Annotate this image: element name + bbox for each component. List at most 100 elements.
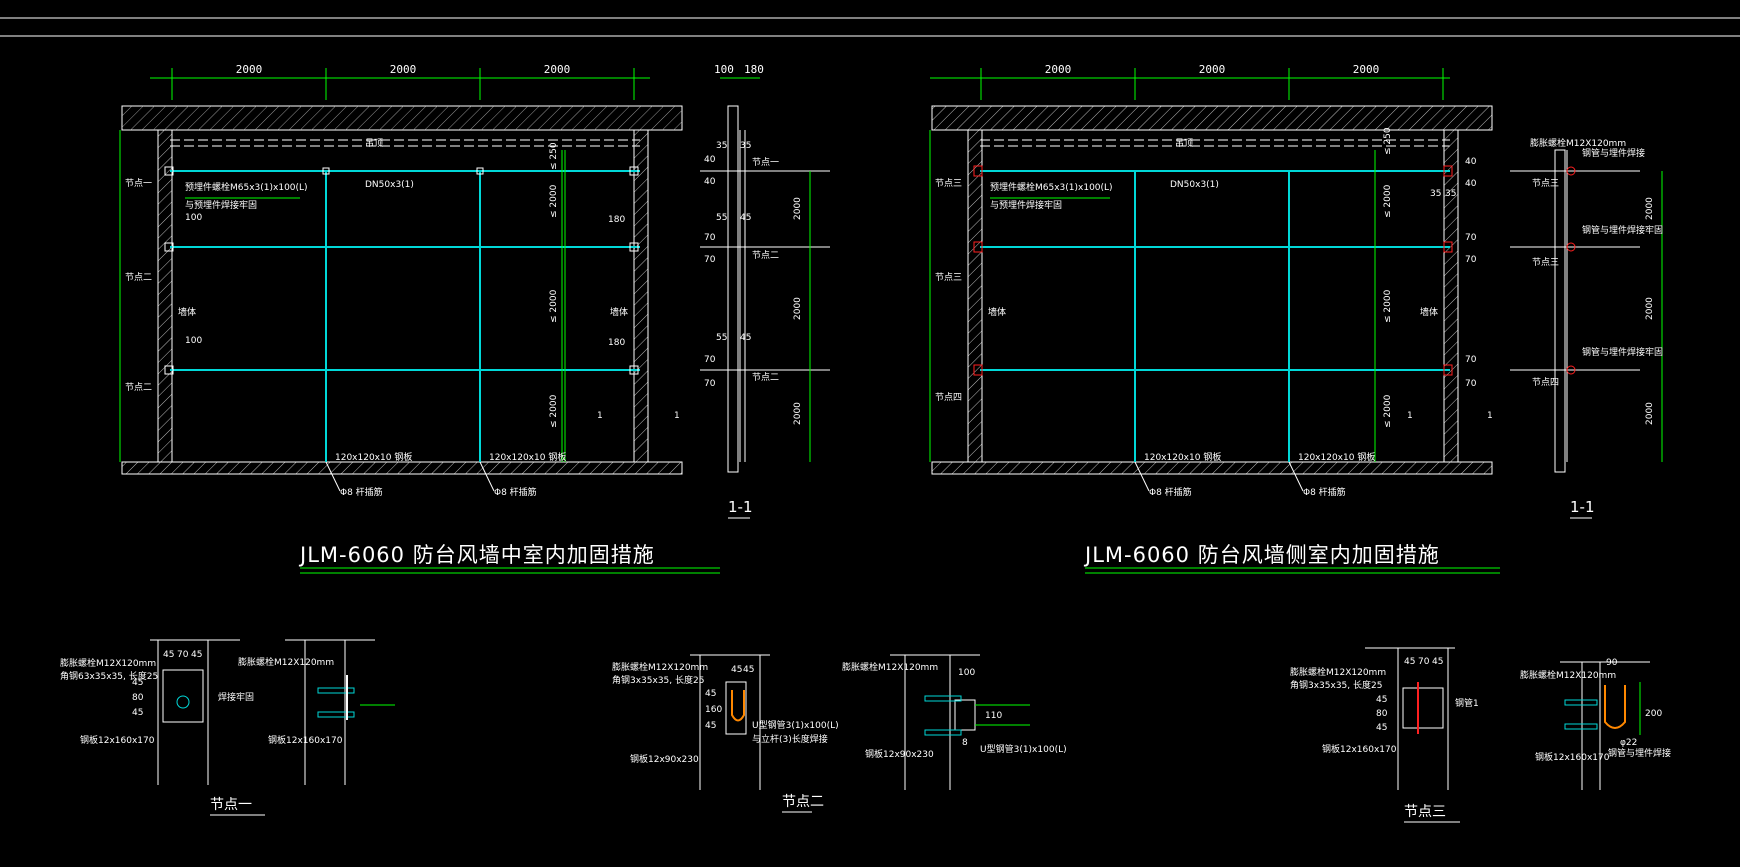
- d2-label-a1: 膨胀螺栓M12X120mm: [612, 661, 708, 673]
- d1-label-plate: 钢板12x160x170: [80, 734, 155, 746]
- section2-right-dim-3: 2000: [1645, 402, 1655, 425]
- scale-label-b: 1: [674, 411, 680, 421]
- top-dim-1: 2000: [236, 63, 263, 76]
- d3-side-dim-2: 200: [1645, 709, 1662, 719]
- section-view-2: 膨胀螺栓M12X120mm 钢管与埋件焊接 钢管与埋件焊接牢固 钢管与埋件焊接牢…: [1430, 137, 1663, 519]
- section2-callout-2: 钢管与埋件焊接牢固: [1582, 224, 1663, 236]
- vert-dim-2-1: ≤ 250: [1383, 127, 1393, 155]
- section1-right-dim-2: 2000: [793, 297, 803, 320]
- section2-right-dim-2: 2000: [1645, 297, 1655, 320]
- drawing-title-1: JLM-6060 防台风墙中室内加固措施: [298, 543, 655, 567]
- anchor-label-4: Φ8 杆插筋: [1303, 486, 1346, 498]
- side-label-node4: 节点四: [935, 392, 962, 403]
- d1-label-a2: 角钢63x35x35, 长度25: [60, 670, 158, 682]
- detail-node-3: 45 70 45 45 80 45 膨胀螺栓M12X120mm 角钢3x35x3…: [1290, 647, 1671, 823]
- d1-dim-3: 45: [191, 650, 202, 660]
- d3-dim-4: 45: [1376, 695, 1387, 705]
- d1-dim-1: 45: [163, 650, 174, 660]
- d1-label-a1: 膨胀螺栓M12X120mm: [60, 657, 156, 669]
- section2-dim-2: 35: [1430, 189, 1441, 199]
- side-label-wall-left-2: 墙体: [988, 306, 1006, 318]
- ceiling-label: 吊顶: [365, 138, 383, 149]
- section1-dim-8: 70: [704, 255, 716, 265]
- d2-side-dim-2: 110: [985, 711, 1002, 721]
- section1-dim-2: 35: [740, 141, 751, 151]
- d2-dim-5: 45: [705, 721, 716, 731]
- section2-node-3: 节点四: [1532, 377, 1559, 388]
- section1-dim-12: 70: [704, 379, 716, 389]
- d2-side-dim-1: 100: [958, 668, 975, 678]
- d3-label-pipe: 钢管1: [1455, 697, 1479, 709]
- section2-dim-6: 70: [1465, 255, 1477, 265]
- bottom-plate-label-2: 120x120x10 钢板: [489, 451, 566, 463]
- d1-side-label-a: 膨胀螺栓M12X120mm: [238, 656, 334, 668]
- gap-dim-4: 180: [608, 338, 625, 348]
- elevation-drawing-1: 2000 2000 2000 吊顶 DN50x3(1) 预埋件螺栓M65x3(: [119, 63, 720, 574]
- d3-side-label-a: 膨胀螺栓M12X120mm: [1520, 669, 1616, 681]
- d3-dim-3: 45: [1432, 657, 1443, 667]
- d2-side-label-b: 钢板12x90x230: [865, 748, 934, 760]
- drawing-title-2: JLM-6060 防台风墙侧室内加固措施: [1083, 543, 1440, 567]
- section1-right-dim-3: 2000: [793, 402, 803, 425]
- section2-node-2: 节点三: [1532, 257, 1559, 268]
- side-label-node3b: 节点三: [935, 272, 962, 283]
- side-label-wall-right: 墙体: [610, 306, 628, 318]
- ceiling-label-2: 吊顶: [1175, 138, 1193, 149]
- top-dim-5: 2000: [1199, 63, 1226, 76]
- d3-side-dim-3: φ22: [1620, 738, 1637, 748]
- gap-dim-1: 100: [185, 213, 202, 223]
- d3-label-a1: 膨胀螺栓M12X120mm: [1290, 666, 1386, 678]
- beam-label-2: DN50x3(1): [1170, 180, 1219, 190]
- d1-label-weld: 焊接牢固: [218, 691, 254, 703]
- section1-top-dim-1: 100: [714, 63, 734, 76]
- elevation-drawing-2: 2000 2000 2000 吊顶 DN50x3(1) 预埋件螺栓M65x3(1…: [929, 63, 1500, 574]
- d2-label-u2: 与立杆(3)长度焊接: [752, 733, 828, 745]
- section2-dim-3: 35: [1445, 189, 1456, 199]
- d2-label-u1: U型钢管3(1)x100(L): [752, 719, 839, 731]
- d2-dim-1: 45: [731, 665, 742, 675]
- section2-callout-1: 钢管与埋件焊接: [1582, 147, 1645, 159]
- d2-dim-4: 160: [705, 705, 722, 715]
- top-dim-2: 2000: [390, 63, 417, 76]
- detail-node-1: 45 70 45 45 80 45 膨胀螺栓M12X120mm 角钢63x35x…: [60, 639, 395, 816]
- d2-label-a2: 角钢3x35x35, 长度25: [612, 674, 704, 686]
- clamp-label-2: 与预埋件焊接牢固: [185, 199, 257, 211]
- d3-side-label-b: 钢板12x160x170: [1535, 751, 1610, 763]
- section1-dim-10: 45: [740, 333, 751, 343]
- section2-dim-7: 70: [1465, 355, 1477, 365]
- anchor-label-1: Φ8 杆插筋: [340, 486, 383, 498]
- section2-top-label: 膨胀螺栓M12X120mm: [1530, 137, 1626, 149]
- d1-dim-5: 80: [132, 693, 144, 703]
- section1-dim-5: 55: [716, 213, 727, 223]
- bottom-plate-label-4: 120x120x10 钢板: [1298, 451, 1375, 463]
- section1-right-dim-1: 2000: [793, 197, 803, 220]
- section1-dim-9: 55: [716, 333, 727, 343]
- section1-dim-6: 45: [740, 213, 751, 223]
- d2-side-dim-3: 8: [962, 738, 968, 748]
- section1-node-1: 节点一: [752, 157, 779, 168]
- d2-side-label-c: U型钢管3(1)x100(L): [980, 743, 1067, 755]
- d3-label-a2: 角钢3x35x35, 长度25: [1290, 679, 1382, 691]
- d1-side-label-b: 钢板12x160x170: [268, 734, 343, 746]
- section1-dim-11: 70: [704, 355, 716, 365]
- side-label-wall-right-2: 墙体: [1420, 306, 1438, 318]
- vert-dim-2: ≤ 2000: [549, 184, 559, 218]
- vert-dim-2-2: ≤ 2000: [1383, 184, 1393, 218]
- d3-title: 节点三: [1404, 804, 1446, 820]
- d1-title: 节点一: [210, 797, 252, 813]
- side-label-node1: 节点一: [125, 178, 152, 189]
- section1-label: 1-1: [728, 498, 753, 516]
- side-label-node2a: 节点二: [125, 272, 152, 283]
- section2-right-dim-1: 2000: [1645, 197, 1655, 220]
- d3-dim-2: 70: [1418, 657, 1430, 667]
- section1-node-3: 节点二: [752, 372, 779, 383]
- gap-dim-2: 100: [185, 336, 202, 346]
- bottom-plate-label-3: 120x120x10 钢板: [1144, 451, 1221, 463]
- d2-side-label-a: 膨胀螺栓M12X120mm: [842, 661, 938, 673]
- d3-dim-1: 45: [1404, 657, 1415, 667]
- vert-dim-2-4: ≤ 2000: [1383, 394, 1393, 428]
- d2-dim-2: 45: [743, 665, 754, 675]
- section2-label: 1-1: [1570, 498, 1595, 516]
- vert-dim-4: ≤ 2000: [549, 394, 559, 428]
